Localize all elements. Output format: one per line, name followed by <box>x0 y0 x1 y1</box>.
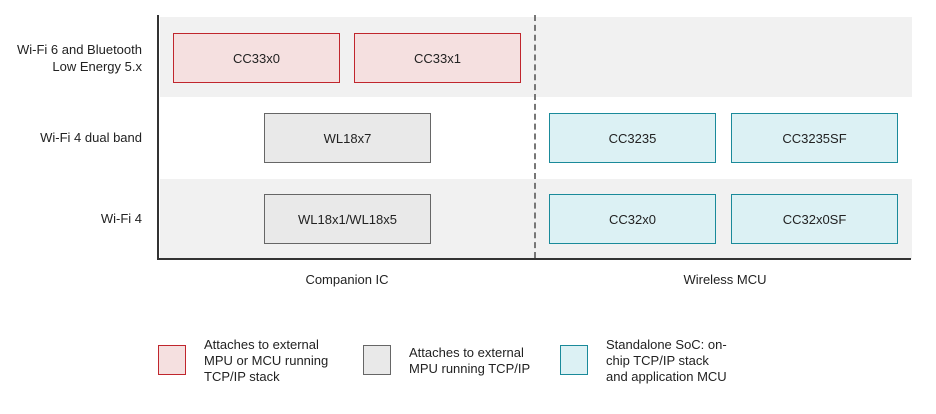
legend-text-standalone-soc: Standalone SoC: on- chip TCP/IP stack an… <box>606 337 727 384</box>
legend-text-external-mpu-mcu: Attaches to external MPU or MCU running … <box>204 337 329 384</box>
legend-swatch-standalone-soc <box>560 345 588 375</box>
chip-wl18x7: WL18x7 <box>264 113 431 163</box>
column-divider <box>534 15 536 258</box>
row-label-wifi4: Wi-Fi 4 <box>100 211 142 226</box>
y-axis-line <box>157 15 159 260</box>
chip-wl18x1-wl18x5: WL18x1/WL18x5 <box>264 194 431 244</box>
legend-swatch-external-mpu-mcu <box>158 345 186 375</box>
x-axis-line <box>157 258 911 260</box>
chip-cc3235: CC3235 <box>549 113 716 163</box>
chip-cc32x0sf: CC32x0SF <box>731 194 898 244</box>
column-label-companion-ic: Companion IC <box>305 272 389 287</box>
chip-cc33x1: CC33x1 <box>354 33 521 83</box>
chip-cc3235sf: CC3235SF <box>731 113 898 163</box>
legend-text-external-mpu: Attaches to external MPU running TCP/IP <box>409 345 531 376</box>
chip-cc33x0: CC33x0 <box>173 33 340 83</box>
legend-swatch-external-mpu <box>363 345 391 375</box>
chip-cc32x0: CC32x0 <box>549 194 716 244</box>
row-label-wifi6: Wi-Fi 6 and Bluetooth Low Energy 5.x <box>16 42 142 74</box>
column-label-wireless-mcu: Wireless MCU <box>683 272 767 287</box>
row-label-wifi4-dual: Wi-Fi 4 dual band <box>40 130 142 145</box>
